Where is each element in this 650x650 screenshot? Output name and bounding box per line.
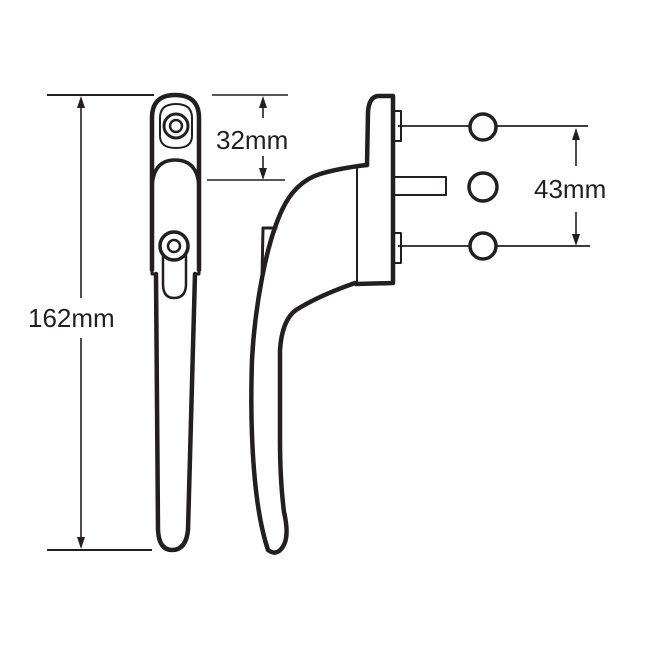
dimension-label-162mm: 162mm: [28, 303, 115, 333]
dimension-label-32mm: 32mm: [216, 125, 289, 155]
fixing-holes: [467, 112, 499, 261]
top-fixing-hole-icon: [468, 112, 498, 142]
bottom-fixing-screw: [392, 232, 402, 264]
dimension-43mm: [572, 128, 580, 246]
lower-screw-cap-icon: [158, 230, 190, 262]
dimension-32mm: [207, 94, 288, 181]
spindle: [392, 176, 447, 196]
dimension-162mm: [47, 94, 154, 551]
handle-front-view: [149, 92, 202, 553]
spindle-hole-icon: [467, 171, 499, 203]
top-screw-cap-icon: [162, 112, 190, 140]
bottom-fixing-hole-icon: [468, 231, 498, 261]
dimension-label-43mm: 43mm: [534, 174, 607, 204]
handle-side-view: [249, 93, 447, 555]
